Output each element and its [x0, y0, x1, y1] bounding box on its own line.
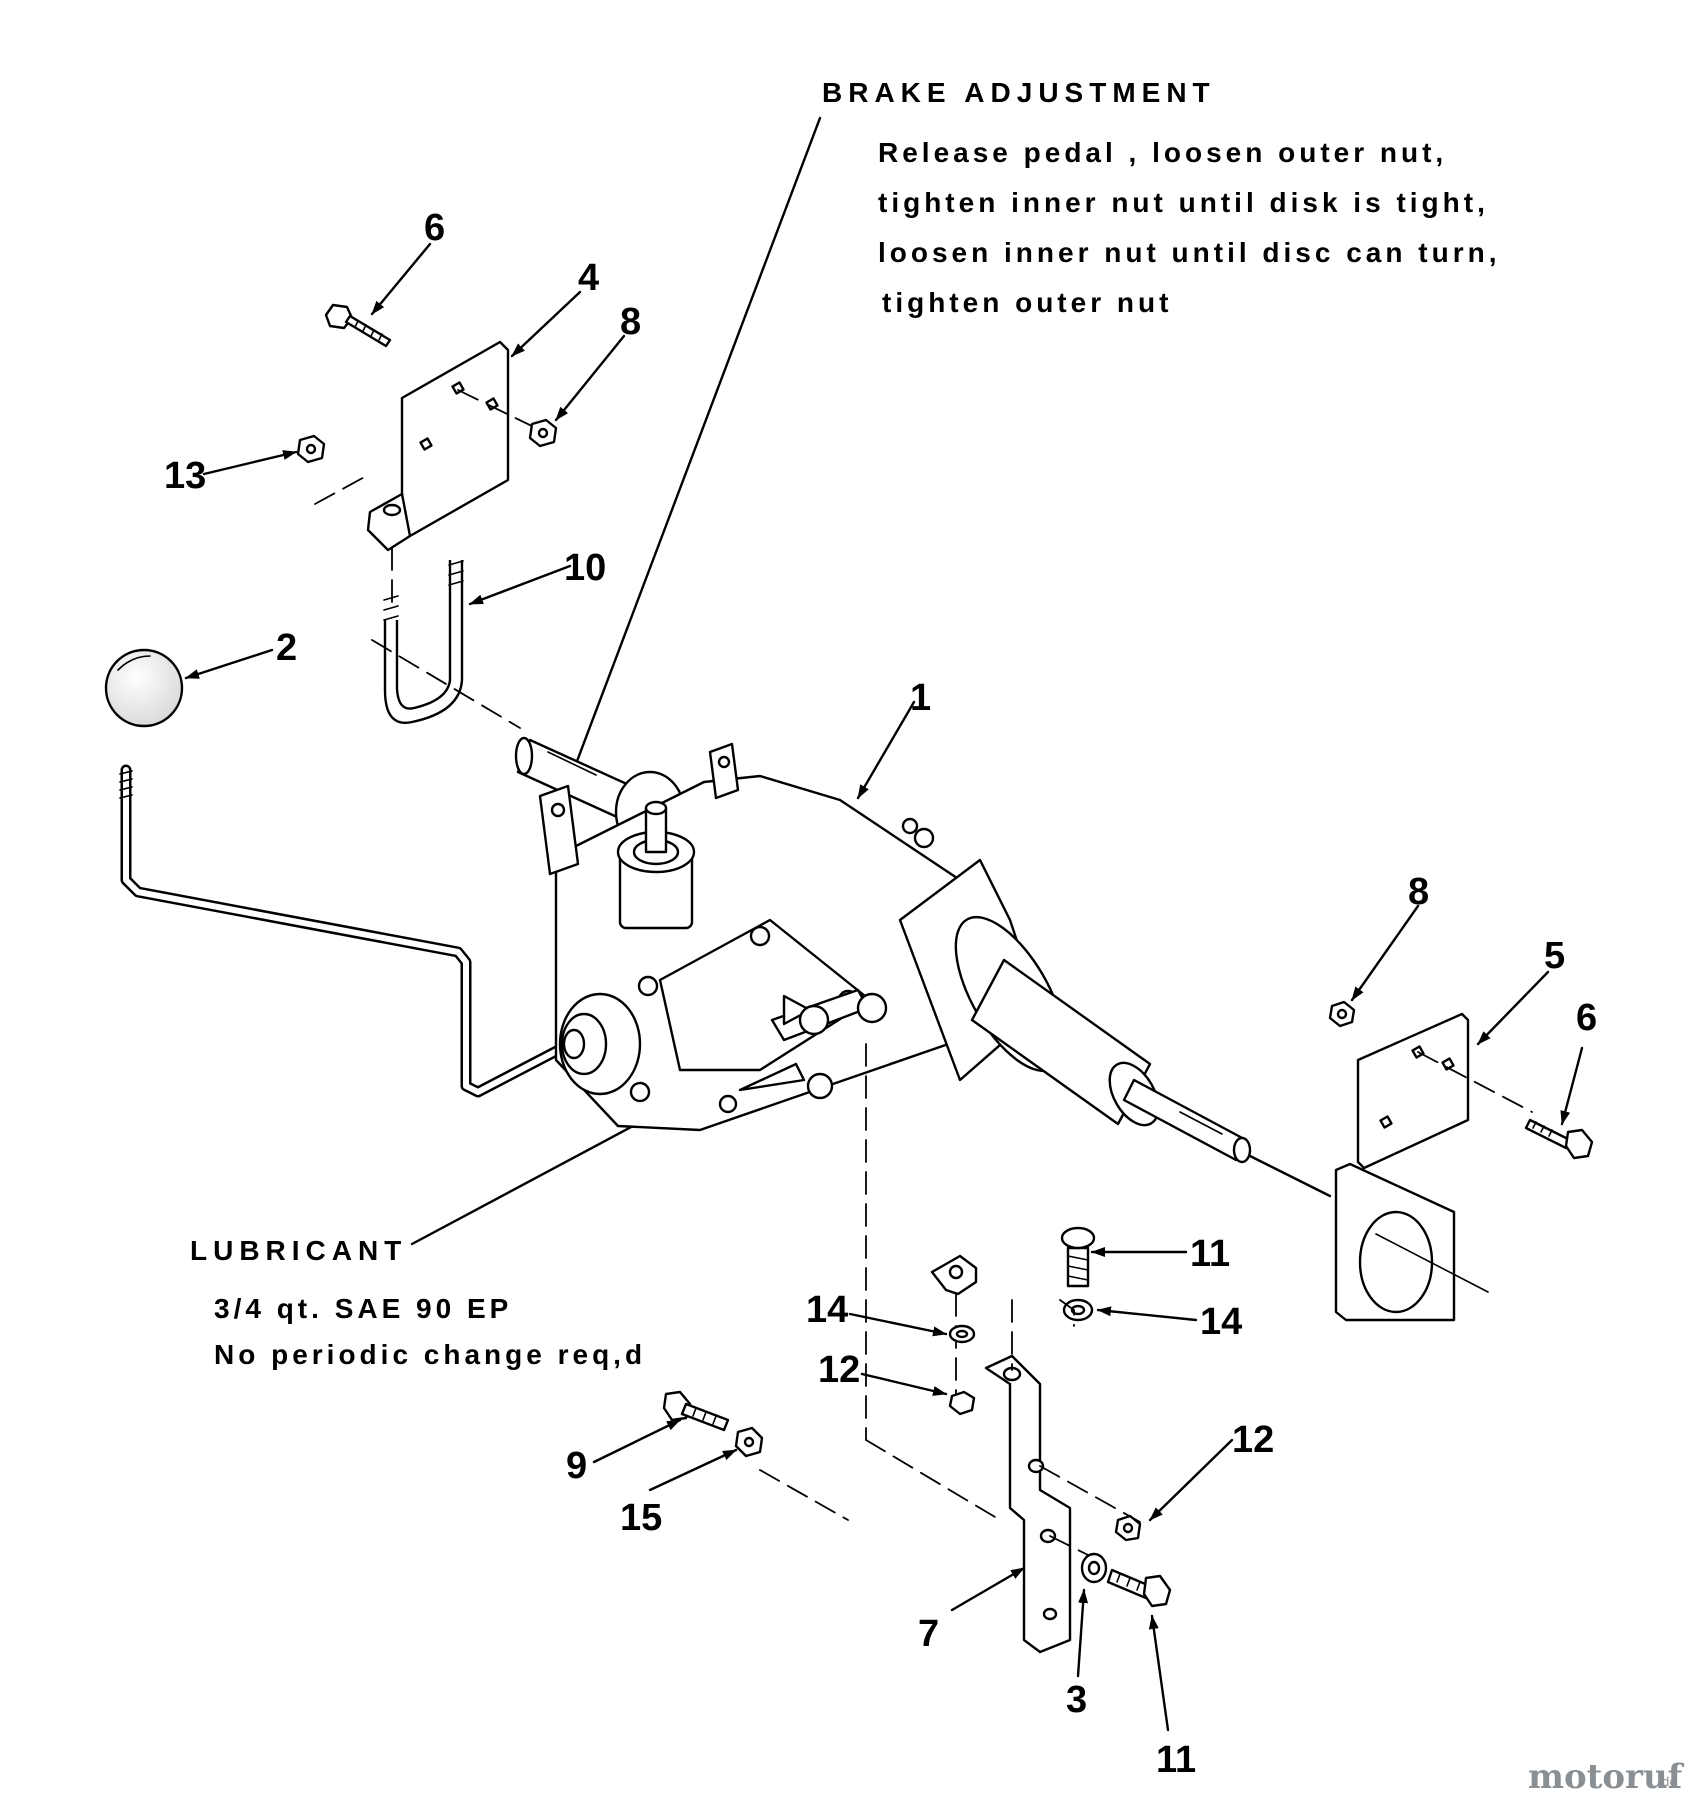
nut-upper: [528, 418, 558, 448]
callout-10: 10: [564, 547, 606, 589]
callout-12-right: 12: [1232, 1419, 1274, 1461]
lubricant-line-2: No periodic change req,d: [214, 1339, 646, 1370]
brake-adjustment-line-2: tighten inner nut until disk is tight,: [878, 187, 1489, 218]
callout-1: 1: [910, 677, 931, 719]
transmission-housing: [514, 736, 1332, 1521]
shift-knob: [104, 648, 184, 728]
callout-2: 2: [276, 627, 297, 669]
bracket-left: [314, 340, 541, 611]
callout-4: 4: [578, 257, 599, 299]
callout-leaders: [184, 242, 1584, 1732]
bracket-right: [1334, 1012, 1533, 1322]
watermark-suffix: .de: [1658, 1775, 1677, 1789]
shift-lever: [119, 764, 576, 1098]
callout-labels: 1 2 3 4 5 6 6 7 8 8 9 10 11 11 12 12 13 …: [164, 207, 1597, 1781]
callout-11-lower: 11: [1156, 1739, 1196, 1781]
callout-9: 9: [566, 1445, 587, 1487]
bolt-upper-left: [324, 303, 392, 348]
watermark-brand: motoruf: [1528, 1757, 1685, 1797]
callout-11-upper: 11: [1190, 1233, 1230, 1275]
watermark: motoruf .de: [1528, 1757, 1685, 1797]
callout-8-right: 8: [1408, 871, 1429, 913]
u-bolt: [371, 560, 521, 729]
shift-bracket: [759, 1299, 1141, 1654]
brake-adjustment-line-1: Release pedal , loosen outer nut,: [878, 137, 1447, 168]
brake-leader-line: [566, 116, 822, 787]
brake-adjustment-title: BRAKE ADJUSTMENT: [822, 77, 1216, 108]
callout-12-left: 12: [818, 1349, 860, 1391]
callout-6-upper: 6: [424, 207, 445, 249]
brake-adjustment-line-4: tighten outer nut: [882, 287, 1172, 318]
callout-3: 3: [1066, 1679, 1087, 1721]
clamp: [930, 1254, 978, 1411]
callout-14-right: 14: [1200, 1301, 1242, 1343]
nut-right: [1328, 1000, 1356, 1028]
brake-adjustment-note: BRAKE ADJUSTMENT Release pedal , loosen …: [566, 77, 1500, 787]
callout-5: 5: [1544, 935, 1565, 977]
callout-8-upper: 8: [620, 301, 641, 343]
callout-14-left: 14: [806, 1289, 848, 1331]
lubricant-line-1: 3/4 qt. SAE 90 EP: [214, 1293, 512, 1324]
brake-adjustment-line-3: loosen inner nut until disc can turn,: [878, 237, 1500, 268]
callout-6-right: 6: [1576, 997, 1597, 1039]
callout-15: 15: [620, 1497, 662, 1539]
callout-13: 13: [164, 455, 206, 497]
lubricant-title: LUBRICANT: [190, 1235, 407, 1266]
nut-left: [296, 434, 326, 464]
lubricant-note: LUBRICANT 3/4 qt. SAE 90 EP No periodic …: [190, 1116, 650, 1370]
bolt-right: [1524, 1118, 1594, 1160]
lubricant-leader-line: [410, 1116, 650, 1246]
hardware-group: [662, 1226, 1172, 1608]
callout-7: 7: [918, 1613, 939, 1655]
